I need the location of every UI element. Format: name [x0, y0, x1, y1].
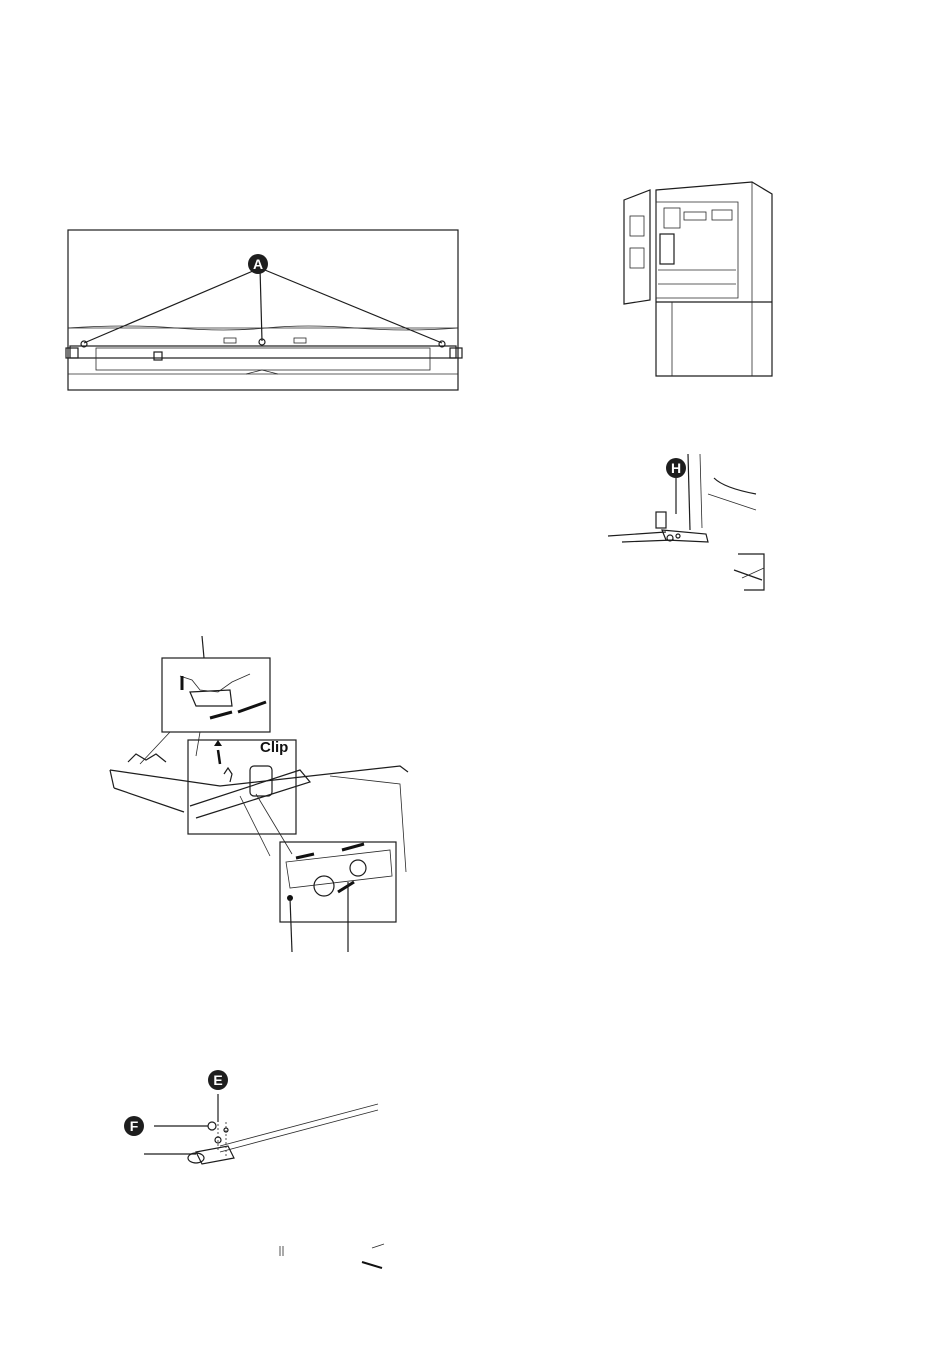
callout-e-badge: E — [208, 1070, 228, 1090]
top-cover-figure: A — [66, 224, 462, 394]
fridge-top-cover-illustration — [66, 230, 462, 390]
lower-hinge-figure: E F — [120, 1066, 382, 1170]
bottom-fragment-figure — [270, 1240, 400, 1280]
svg-text:A: A — [253, 256, 263, 272]
svg-text:F: F — [130, 1118, 139, 1134]
door-hinge-illustration — [608, 454, 764, 590]
svg-text:Clip: Clip — [260, 739, 288, 756]
callout-h-badge: H — [666, 458, 686, 514]
callout-a-badge: A — [248, 254, 268, 274]
open-fridge-figure — [620, 168, 780, 380]
callout-f-badge: F — [124, 1116, 144, 1136]
svg-text:E: E — [213, 1072, 222, 1088]
water-tube-disconnect-illustration: Clip — [110, 636, 408, 952]
svg-text:H: H — [671, 460, 681, 476]
door-hinge-figure: H — [604, 450, 768, 594]
open-door-refrigerator-illustration — [624, 182, 772, 376]
water-line-figure: Clip — [100, 636, 416, 956]
lower-hinge-illustration — [144, 1094, 378, 1164]
